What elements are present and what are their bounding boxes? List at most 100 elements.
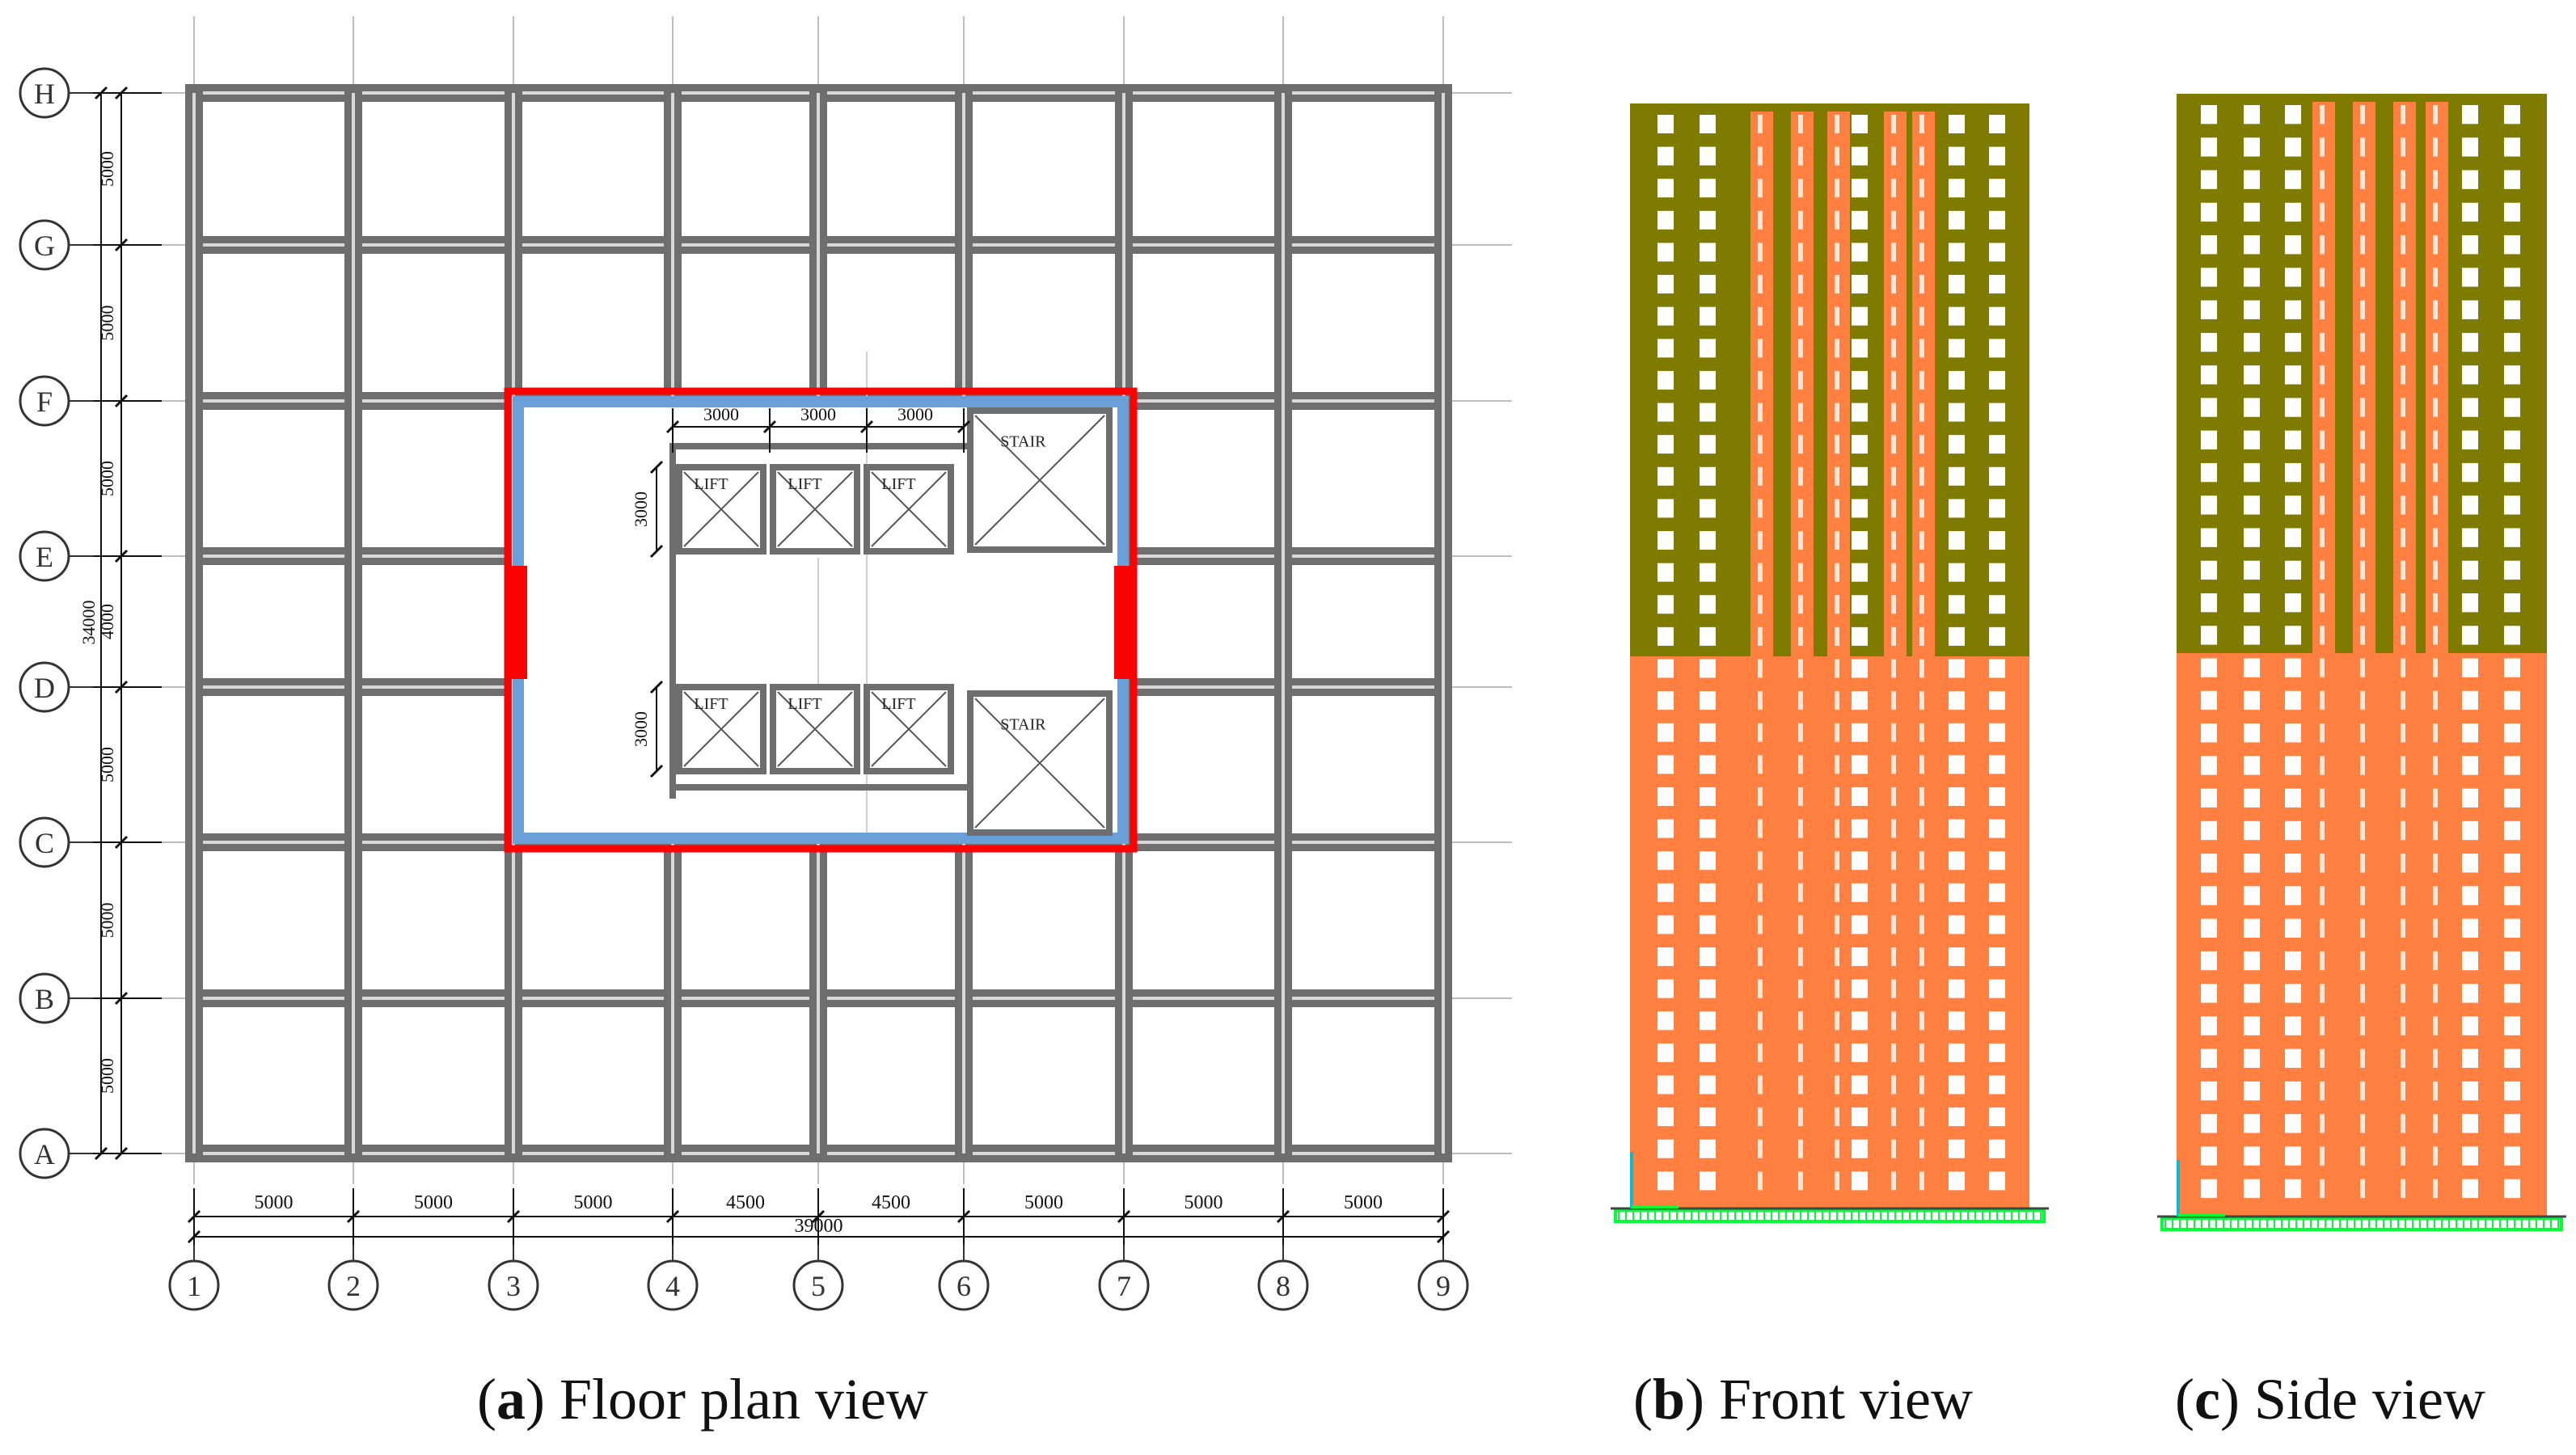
front-core-opening xyxy=(1891,947,1896,967)
front-window xyxy=(1700,595,1716,614)
front-window xyxy=(1949,1107,1965,1127)
front-window xyxy=(1989,883,2005,902)
lift-upper-1: LIFT xyxy=(676,464,766,555)
front-core-opening xyxy=(1835,947,1839,967)
front-window xyxy=(1852,1075,1868,1094)
side-window xyxy=(2244,300,2260,319)
lift-lower-1: LIFT xyxy=(676,684,766,774)
side-core-opening xyxy=(2433,658,2438,677)
side-core-opening xyxy=(2433,984,2438,1003)
coupling-beam-left xyxy=(509,566,527,679)
side-window xyxy=(2201,560,2217,580)
front-window xyxy=(1852,1107,1868,1127)
front-window xyxy=(1949,339,1965,358)
front-core-opening xyxy=(1835,435,1839,454)
front-window xyxy=(1852,179,1868,198)
front-core-opening xyxy=(1835,851,1839,871)
side-core-opening xyxy=(2433,137,2438,157)
front-core-opening xyxy=(1891,1171,1896,1191)
core-inner-wall xyxy=(673,784,972,791)
dim-label-row-span: 5000 xyxy=(97,747,117,782)
front-window xyxy=(1700,1011,1716,1031)
side-window xyxy=(2462,1081,2478,1101)
side-window xyxy=(2201,1081,2217,1101)
side-window xyxy=(2462,170,2478,189)
front-core-opening xyxy=(1835,626,1839,646)
side-window xyxy=(2285,1081,2301,1101)
side-window xyxy=(2285,854,2301,873)
front-core-opening xyxy=(1919,626,1924,646)
front-window xyxy=(1700,306,1716,326)
front-window xyxy=(1989,787,2005,806)
front-core-opening xyxy=(1758,531,1763,550)
side-window xyxy=(2285,528,2301,547)
side-core-opening xyxy=(2401,170,2405,189)
front-core-opening xyxy=(1891,499,1896,518)
front-window xyxy=(1989,275,2005,294)
side-core-opening xyxy=(2360,658,2365,677)
slab-panel xyxy=(1133,410,1274,547)
front-core-opening xyxy=(1835,1075,1839,1094)
front-core-opening xyxy=(1891,915,1896,934)
dim-label-row-span: 5000 xyxy=(97,306,117,341)
side-core-opening xyxy=(2401,886,2405,905)
side-core-opening xyxy=(2401,690,2405,711)
side-window xyxy=(2201,398,2217,417)
side-window xyxy=(2504,886,2520,905)
side-window xyxy=(2244,496,2260,515)
side-core-opening xyxy=(2320,1114,2325,1133)
side-core-opening xyxy=(2360,690,2365,711)
front-window xyxy=(1700,915,1716,934)
coupling-beam-right xyxy=(1114,566,1132,679)
front-core-opening xyxy=(1919,1107,1924,1127)
front-core-opening xyxy=(1919,210,1924,230)
side-core-opening xyxy=(2360,756,2365,775)
front-window xyxy=(1852,915,1868,934)
side-core-opening xyxy=(2360,1081,2365,1101)
front-window xyxy=(1989,370,2005,390)
front-window xyxy=(1949,787,1965,806)
front-window xyxy=(1852,1139,1868,1158)
front-core-opening xyxy=(1835,1011,1839,1031)
front-core-opening xyxy=(1891,595,1896,614)
side-core-opening xyxy=(2320,332,2325,352)
front-core-opening xyxy=(1758,275,1763,294)
front-core-opening xyxy=(1798,146,1803,166)
side-window xyxy=(2244,560,2260,580)
axis-label-row-B: B xyxy=(35,983,54,1015)
front-window xyxy=(1949,531,1965,550)
caption-c-letter: c xyxy=(2194,1367,2220,1432)
front-window xyxy=(1989,1171,2005,1191)
axis-label-col-2: 2 xyxy=(346,1270,361,1302)
side-core-opening xyxy=(2320,398,2325,417)
side-window xyxy=(2462,626,2478,645)
front-core-opening xyxy=(1919,563,1924,582)
front-window xyxy=(1658,979,1674,998)
side-core-opening xyxy=(2320,105,2325,124)
side-core-opening xyxy=(2320,820,2325,841)
side-window xyxy=(2504,658,2520,677)
front-window xyxy=(1989,595,2005,614)
front-window xyxy=(1852,339,1868,358)
front-window xyxy=(1658,947,1674,967)
side-core-opening xyxy=(2401,105,2405,124)
dim-tick xyxy=(94,1146,108,1161)
front-core-opening xyxy=(1758,403,1763,422)
side-core-opening xyxy=(2360,886,2365,905)
front-window xyxy=(1949,563,1965,582)
front-core-opening xyxy=(1891,370,1896,390)
front-core-opening xyxy=(1891,531,1896,550)
side-core-opening xyxy=(2401,1081,2405,1101)
side-window xyxy=(2504,332,2520,352)
lift-upper-1-diag xyxy=(683,471,759,547)
dim-tick xyxy=(649,680,664,694)
lift-upper-2: LIFT xyxy=(770,464,860,555)
side-window xyxy=(2285,788,2301,808)
front-core-opening xyxy=(1891,659,1896,678)
slab-panel xyxy=(203,102,344,236)
side-core-opening xyxy=(2320,300,2325,319)
front-window xyxy=(1989,179,2005,198)
front-core-opening xyxy=(1919,1139,1924,1158)
front-core-opening xyxy=(1798,531,1803,550)
front-core-opening xyxy=(1919,179,1924,198)
